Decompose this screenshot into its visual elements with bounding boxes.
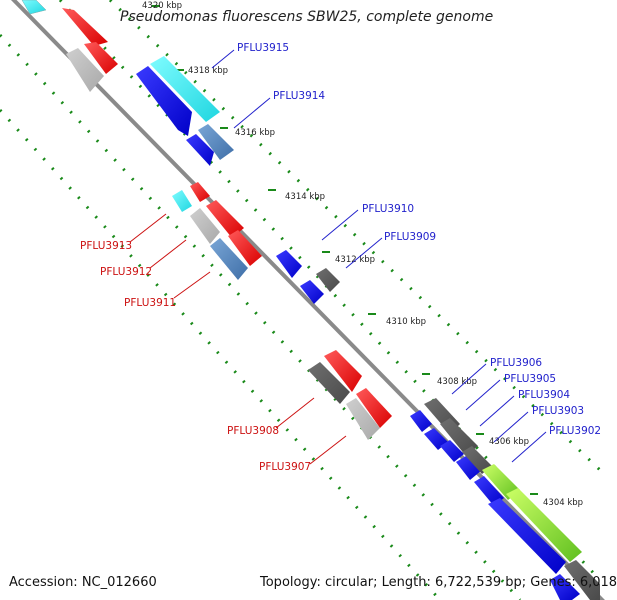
- callout-line: [149, 239, 187, 269]
- gene-feature: [198, 124, 234, 160]
- callout-line: [275, 397, 315, 429]
- gene-label: PFLU3915: [237, 42, 289, 54]
- gene-feature: [228, 230, 262, 266]
- callout-line: [465, 379, 501, 411]
- gene-label: PFLU3909: [384, 231, 436, 243]
- gene-feature: [462, 446, 492, 474]
- gene-feature: [316, 268, 340, 292]
- tick-label: 4304 kbp: [543, 498, 583, 508]
- gene-feature: [456, 456, 482, 480]
- gene-feature: [190, 208, 220, 244]
- track-line: [0, 108, 442, 600]
- callout-line: [479, 395, 515, 427]
- accession-label: Accession: NC_012660: [9, 575, 157, 590]
- gene-feature: [440, 440, 464, 462]
- gene-label: PFLU3906: [490, 357, 542, 369]
- tick-label: 4314 kbp: [285, 192, 325, 202]
- gene-label: PFLU3912: [100, 266, 152, 278]
- forward-callouts: [211, 49, 547, 463]
- gene-feature: [210, 238, 248, 280]
- gene-feature: [308, 362, 350, 404]
- gene-label: PFLU3905: [504, 373, 556, 385]
- gene-feature: [84, 42, 118, 74]
- forward-gene-labels: PFLU3915 PFLU3914 PFLU3910 PFLU3909 PFLU…: [237, 42, 601, 437]
- gene-feature: [410, 410, 432, 432]
- gene-label: PFLU3902: [549, 425, 601, 437]
- gene-label: PFLU3907: [259, 461, 311, 473]
- tick-label: 4308 kbp: [437, 377, 477, 387]
- gene-feature: [440, 418, 478, 456]
- callout-line: [451, 363, 487, 395]
- gene-feature: [550, 574, 580, 600]
- gene-label: PFLU3910: [362, 203, 414, 215]
- tick-label: 4306 kbp: [489, 437, 529, 447]
- tick-label: 4316 kbp: [235, 128, 275, 138]
- gene-feature: [488, 498, 566, 574]
- callout-line: [511, 431, 547, 463]
- callout-line: [321, 209, 359, 241]
- tick-label: 4320 kbp: [142, 1, 182, 11]
- gene-feature: [172, 190, 192, 212]
- topology-label: Topology: circular; Length: 6,722,539 bp…: [260, 575, 617, 590]
- gene-feature: [324, 350, 362, 392]
- gene-label: PFLU3913: [80, 240, 132, 252]
- gene-label: PFLU3908: [227, 425, 279, 437]
- gene-label: PFLU3914: [273, 90, 325, 102]
- gene-label: PFLU3904: [518, 389, 570, 401]
- gene-feature: [300, 280, 324, 304]
- gene-feature: [482, 464, 520, 500]
- callout-line: [309, 435, 347, 465]
- tick-label: 4318 kbp: [188, 66, 228, 76]
- gene-feature: [356, 388, 392, 428]
- reverse-gene-labels: PFLU3913 PFLU3912 PFLU3911 PFLU3908 PFLU…: [80, 240, 311, 473]
- track-line: [0, 33, 522, 600]
- gene-feature: [66, 48, 104, 92]
- gene-feature: [346, 398, 380, 440]
- dotted-tracks: [0, 0, 602, 600]
- callout-line: [173, 271, 211, 299]
- gene-features: [21, 0, 600, 600]
- tick-label: 4310 kbp: [386, 317, 426, 327]
- gene-feature: [474, 476, 504, 506]
- track-line: [108, 0, 602, 472]
- gene-feature: [564, 560, 600, 600]
- gene-label: PFLU3911: [124, 297, 176, 309]
- callout-line: [493, 411, 529, 443]
- callout-line: [345, 237, 383, 269]
- gene-label: PFLU3903: [532, 405, 584, 417]
- reverse-callouts: [129, 213, 347, 465]
- gene-feature: [62, 8, 108, 46]
- gene-feature: [506, 488, 582, 562]
- callout-line: [129, 213, 167, 243]
- gene-feature: [186, 134, 214, 166]
- gene-feature: [21, 0, 47, 15]
- gene-feature: [206, 200, 244, 238]
- gene-feature: [150, 56, 220, 122]
- gene-feature: [190, 182, 210, 202]
- callout-line: [233, 97, 271, 129]
- gene-feature: [276, 250, 302, 278]
- callout-line: [211, 49, 235, 69]
- map-title: Pseudomonas fluorescens SBW25, complete …: [120, 9, 494, 25]
- gene-feature: [136, 66, 192, 136]
- scale-ticks: 4320 kbp 4318 kbp 4316 kbp 4314 kbp 4312…: [142, 1, 583, 508]
- gene-feature: [424, 428, 448, 450]
